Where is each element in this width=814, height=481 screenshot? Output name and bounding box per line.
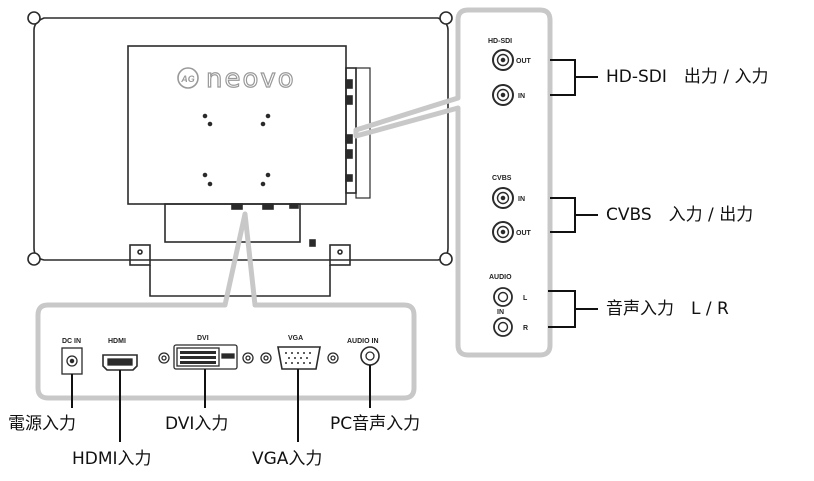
cvbs-label: CVBS <box>492 175 512 182</box>
audio-r-label: R <box>523 325 528 332</box>
corner-hole <box>439 252 453 266</box>
audio-in-label: AUDIO IN <box>347 338 379 345</box>
hd-sdi-out-label: OUT <box>516 58 532 65</box>
callout-hd-sdi: HD-SDI 出力 / 入力 <box>606 67 769 87</box>
magnifier-outlines <box>35 7 553 401</box>
callout-power: 電源入力 <box>8 414 76 434</box>
hd-sdi-in-label: IN <box>518 93 525 100</box>
dc-in-label: DC IN <box>62 338 81 345</box>
audio-l-label: L <box>523 295 528 302</box>
brand-badge: AG <box>180 74 195 84</box>
corner-hole <box>27 11 41 25</box>
right-port-panel <box>492 49 514 337</box>
dvi-label: DVI <box>197 335 209 342</box>
bottom-port-labels: DC IN HDMI DVI VGA AUDIO IN <box>62 335 379 345</box>
vga-label: VGA <box>288 335 303 342</box>
audio-label: AUDIO <box>489 274 512 281</box>
callout-dvi: DVI入力 <box>165 414 229 434</box>
audio-in-small-label: IN <box>497 309 504 316</box>
corner-hole <box>439 11 453 25</box>
corner-hole <box>27 252 41 266</box>
callout-pc-audio: PC音声入力 <box>330 414 421 434</box>
callout-hdmi: HDMI入力 <box>72 449 152 469</box>
right-port-labels: HD-SDI OUT IN CVBS IN OUT AUDIO IN L R <box>488 38 532 332</box>
hd-sdi-label: HD-SDI <box>488 38 512 45</box>
brand-logo: AG neovo <box>177 63 296 95</box>
cvbs-in-label: IN <box>518 196 525 203</box>
hdmi-label: HDMI <box>108 338 126 345</box>
bottom-port-panel <box>61 344 380 375</box>
callout-vga: VGA入力 <box>252 449 323 469</box>
leader-lines <box>71 59 598 442</box>
callout-audio-lr: 音声入力 L / R <box>606 299 729 319</box>
cvbs-out-label: OUT <box>516 230 532 237</box>
monitor-body <box>27 11 453 297</box>
brand-name: neovo <box>206 64 296 94</box>
callout-cvbs: CVBS 入力 / 出力 <box>606 205 754 225</box>
